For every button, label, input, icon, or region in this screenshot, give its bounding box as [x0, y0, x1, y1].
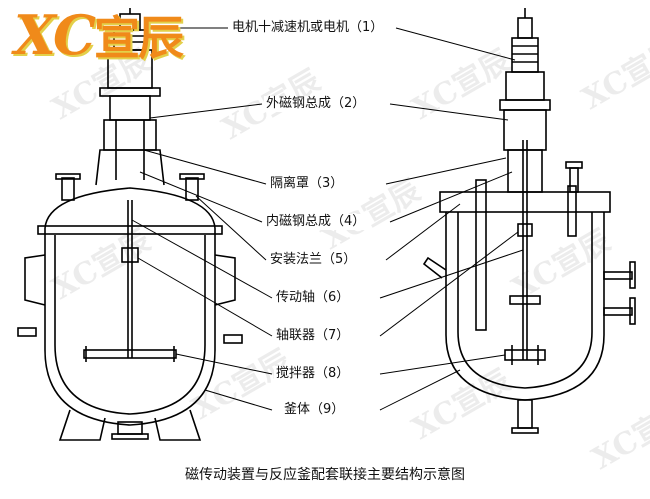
- label-agitator: 搅拌器（8）: [274, 366, 352, 382]
- logo-latin: XC: [14, 3, 96, 67]
- label-drive-shaft: 传动轴（6）: [274, 290, 352, 306]
- label-motor-reducer: 电机十减速机或电机（1）: [230, 20, 386, 36]
- label-shaft-coupling: 轴联器（7）: [274, 328, 352, 344]
- leader-lines: [131, 27, 524, 411]
- label-isolation-cover: 隔离罩（3）: [268, 176, 346, 192]
- watermark-text: XC宣辰: [577, 33, 650, 117]
- watermark-text: XC宣辰: [407, 363, 517, 447]
- watermark-text: XC宣辰: [47, 223, 157, 307]
- diagram-caption: 磁传动装置与反应釜配套联接主要结构示意图: [185, 467, 465, 483]
- label-mounting-flange: 安装法兰（5）: [268, 252, 359, 268]
- brand-logo: XC宣辰: [14, 2, 184, 68]
- left-reactor-body: [17, 8, 243, 441]
- label-outer-magnet: 外磁钢总成（2）: [264, 96, 368, 112]
- logo-cjk: 宣辰: [93, 11, 184, 65]
- label-inner-magnet: 内磁钢总成（4）: [264, 214, 368, 230]
- right-reactor-body: [422, 8, 636, 434]
- label-kettle-body: 釜体（9）: [282, 402, 347, 418]
- watermark-text: XC宣辰: [187, 343, 297, 427]
